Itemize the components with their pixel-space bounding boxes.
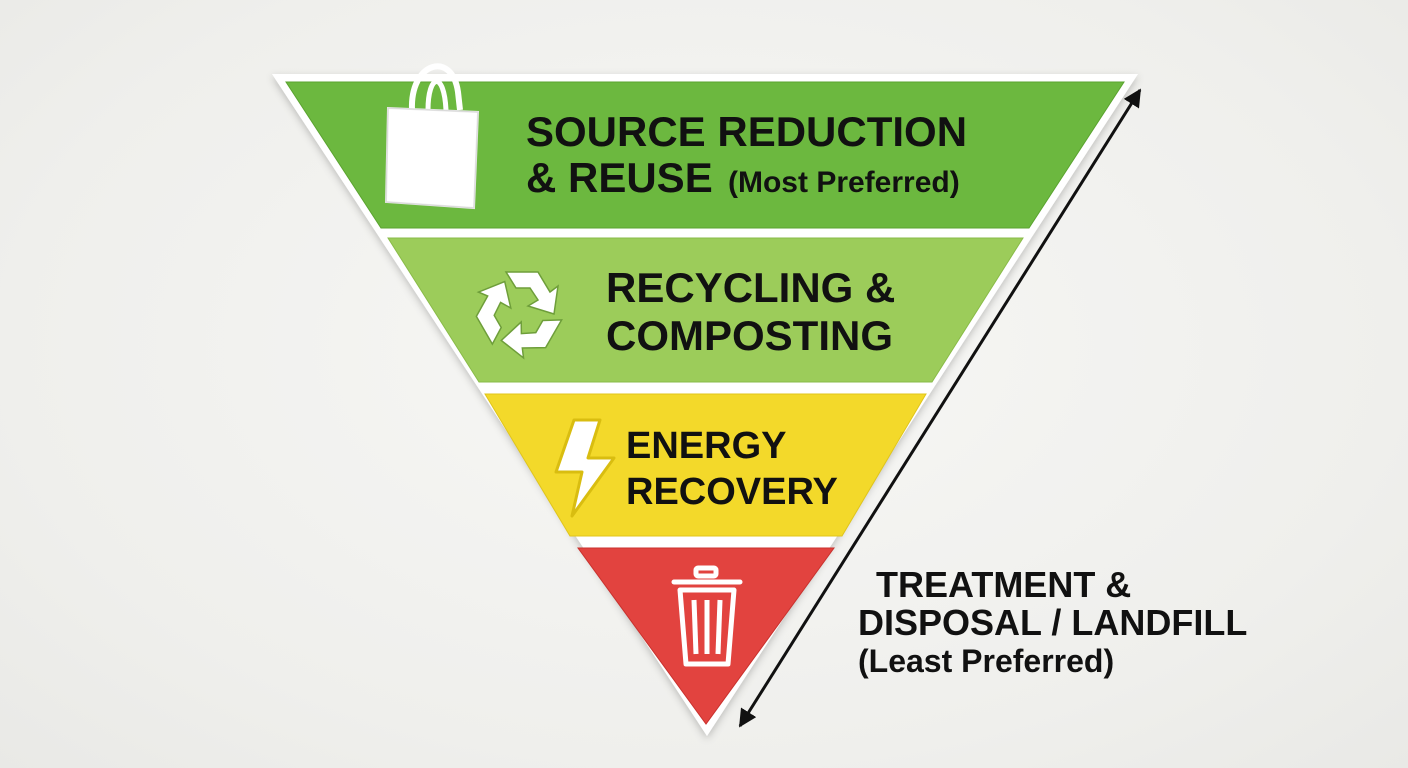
tier-label-recycling-line2: COMPOSTING [606, 312, 893, 359]
disposal-label-line1: TREATMENT & [876, 564, 1132, 605]
trash-can-icon [671, 565, 743, 667]
tier-label-energy-line2: RECOVERY [626, 471, 838, 513]
recycle-icon [475, 271, 563, 360]
double-headed-arrow-icon [738, 88, 1142, 728]
tier-energy: ENERGY RECOVERY [484, 393, 927, 537]
tier-label-source-reduction-line1: SOURCE REDUCTION [526, 108, 967, 155]
disposal-label-note: (Least Preferred) [858, 643, 1115, 679]
tier-label-energy-line1: ENERGY [626, 425, 786, 467]
shopping-bag-icon [384, 63, 480, 210]
tier-source-reduction: SOURCE REDUCTION & REUSE (Most Preferred… [285, 63, 1125, 229]
tier-label-source-reduction-line2: & REUSE [526, 154, 713, 201]
disposal-label-line2: DISPOSAL / LANDFILL [858, 602, 1248, 643]
disposal-side-label: TREATMENT & DISPOSAL / LANDFILL (Least P… [858, 566, 1298, 680]
lightning-bolt-icon [554, 418, 616, 518]
tier-recycling: RECYCLING & COMPOSTING [387, 237, 1024, 383]
tier-note-most-preferred: (Most Preferred) [728, 166, 960, 199]
tier-label-recycling-line1: RECYCLING & [606, 264, 895, 311]
